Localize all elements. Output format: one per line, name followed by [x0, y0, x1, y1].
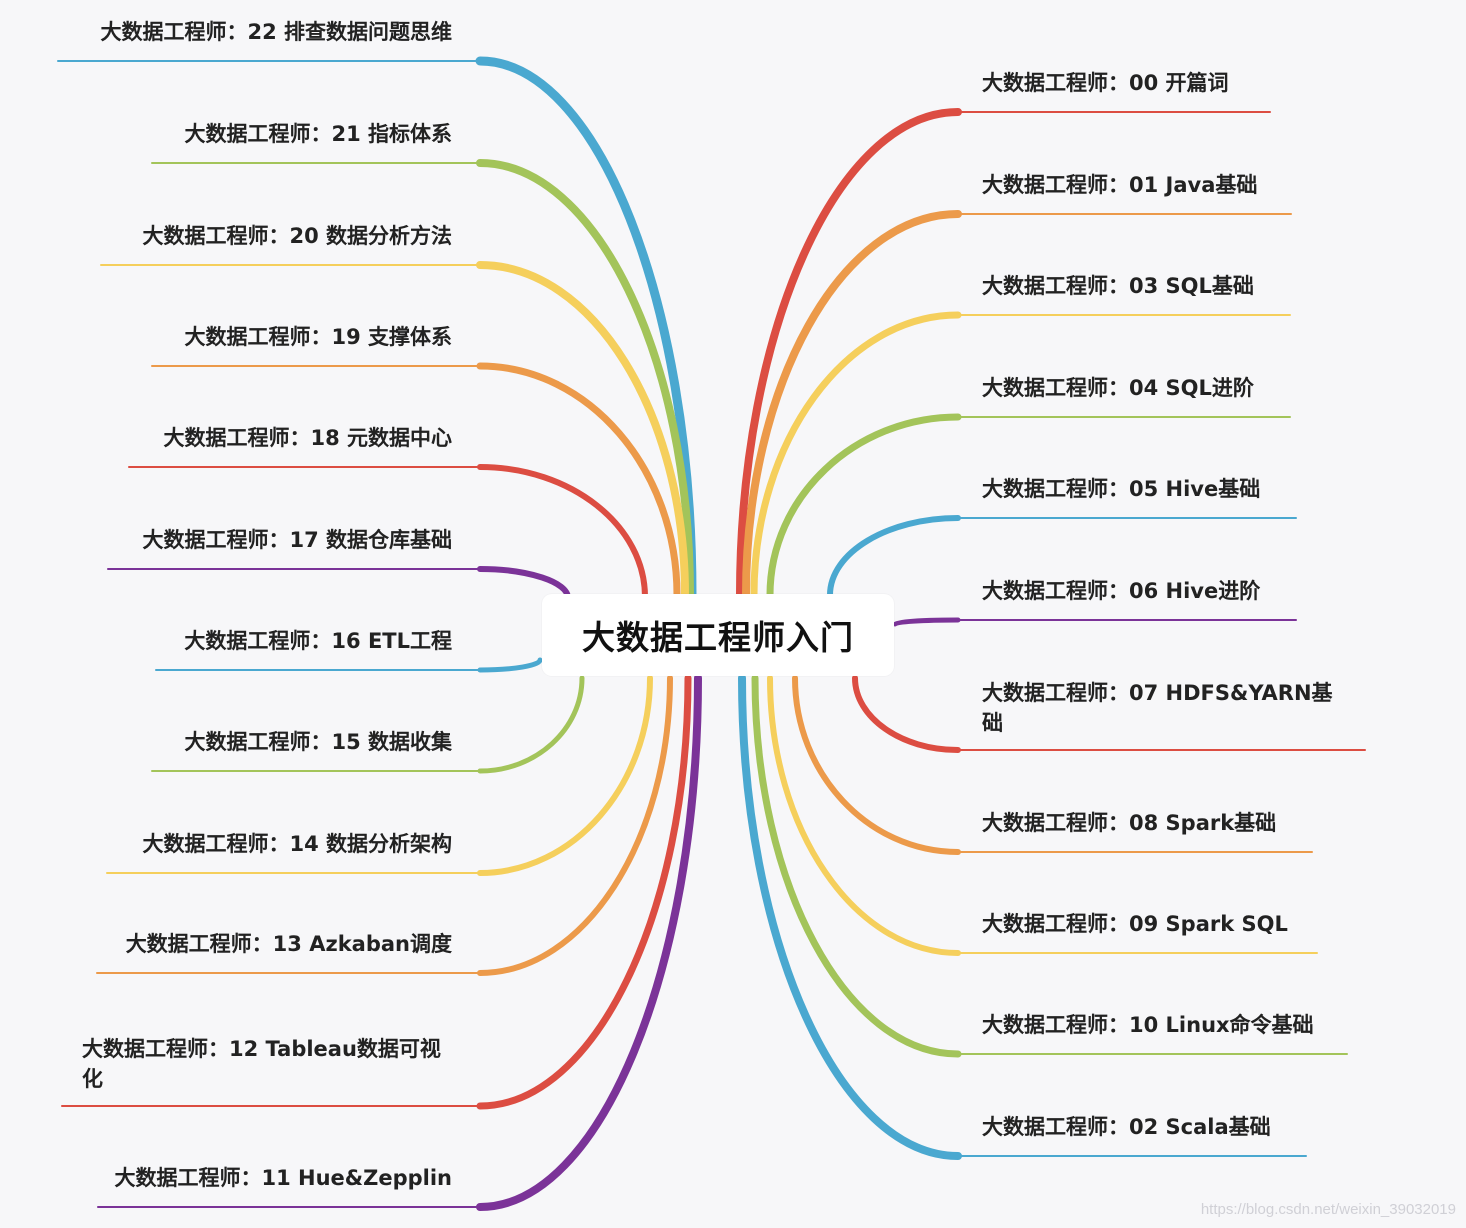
left-node-label[interactable]: 大数据工程师：19 支撑体系: [184, 325, 452, 349]
left-node-label[interactable]: 大数据工程师：15 数据收集: [184, 730, 452, 754]
branch-curve-left: [476, 674, 702, 1211]
left-node-label[interactable]: 大数据工程师：20 数据分析方法: [142, 224, 452, 248]
branch-curve-left: [476, 362, 681, 599]
right-node-label[interactable]: 大数据工程师：02 Scala基础: [982, 1115, 1271, 1139]
right-node-label[interactable]: 大数据工程师：01 Java基础: [982, 173, 1258, 197]
branch-curve-right: [767, 675, 961, 956]
left-node-label[interactable]: 大数据工程师：11 Hue&Zepplin: [114, 1166, 453, 1190]
right-node-label[interactable]: 大数据工程师：09 Spark SQL: [982, 912, 1288, 936]
right-node-label[interactable]: 大数据工程师：10 Linux命令基础: [982, 1013, 1314, 1037]
branch-curve-right: [827, 515, 961, 598]
branch-curve-left: [475, 56, 697, 600]
branch-curve-left: [477, 464, 648, 600]
branch-curve-left: [477, 675, 673, 976]
right-node-label[interactable]: 大数据工程师：04 SQL进阶: [982, 376, 1254, 400]
left-node-label[interactable]: 大数据工程师：21 指标体系: [184, 122, 452, 146]
right-node-label[interactable]: 大数据工程师：07 HDFS&YARN基础: [982, 681, 1333, 735]
left-node-label[interactable]: 大数据工程师：13 Azkaban调度: [125, 932, 452, 956]
left-node-label[interactable]: 大数据工程师：14 数据分析架构: [142, 832, 452, 856]
branch-curve-right: [750, 311, 962, 599]
branch-curve-left: [477, 566, 571, 601]
branch-curve-right: [742, 210, 962, 599]
right-node-label[interactable]: 大数据工程师：03 SQL基础: [982, 274, 1254, 298]
branch-curve-left: [476, 261, 689, 599]
right-node-label[interactable]: 大数据工程师：06 Hive进阶: [982, 579, 1261, 603]
root-title: 大数据工程师入门: [582, 618, 854, 657]
branch-curve-right: [736, 108, 962, 599]
left-node-label[interactable]: 大数据工程师：16 ETL工程: [184, 629, 452, 653]
left-node-label[interactable]: 大数据工程师：17 数据仓库基础: [142, 528, 452, 552]
branch-curve-left: [476, 674, 692, 1110]
left-node-label[interactable]: 大数据工程师：18 元数据中心: [163, 426, 452, 450]
branch-curve-right: [766, 413, 962, 599]
branch-curve-right: [852, 675, 961, 753]
right-node-label[interactable]: 大数据工程师：05 Hive基础: [982, 477, 1261, 501]
watermark: https://blog.csdn.net/weixin_39032019: [1200, 1201, 1456, 1218]
branch-curve-right: [751, 674, 962, 1058]
branch-curve-right: [738, 674, 962, 1160]
right-node-label[interactable]: 大数据工程师：00 开篇词: [982, 71, 1229, 95]
branch-curve-right: [892, 617, 961, 627]
right-node-label[interactable]: 大数据工程师：08 Spark基础: [982, 811, 1277, 835]
branch-curve-left: [477, 675, 585, 774]
branch-curve-left: [477, 675, 653, 876]
branch-curve-right: [792, 675, 961, 855]
left-node-label[interactable]: 大数据工程师：22 排查数据问题思维: [100, 20, 452, 44]
branch-curve-left: [476, 159, 694, 599]
left-node-label[interactable]: 大数据工程师：12 Tableau数据可视化: [82, 1037, 441, 1091]
branch-curve-left: [477, 657, 543, 673]
root-node[interactable]: 大数据工程师入门: [542, 594, 894, 676]
